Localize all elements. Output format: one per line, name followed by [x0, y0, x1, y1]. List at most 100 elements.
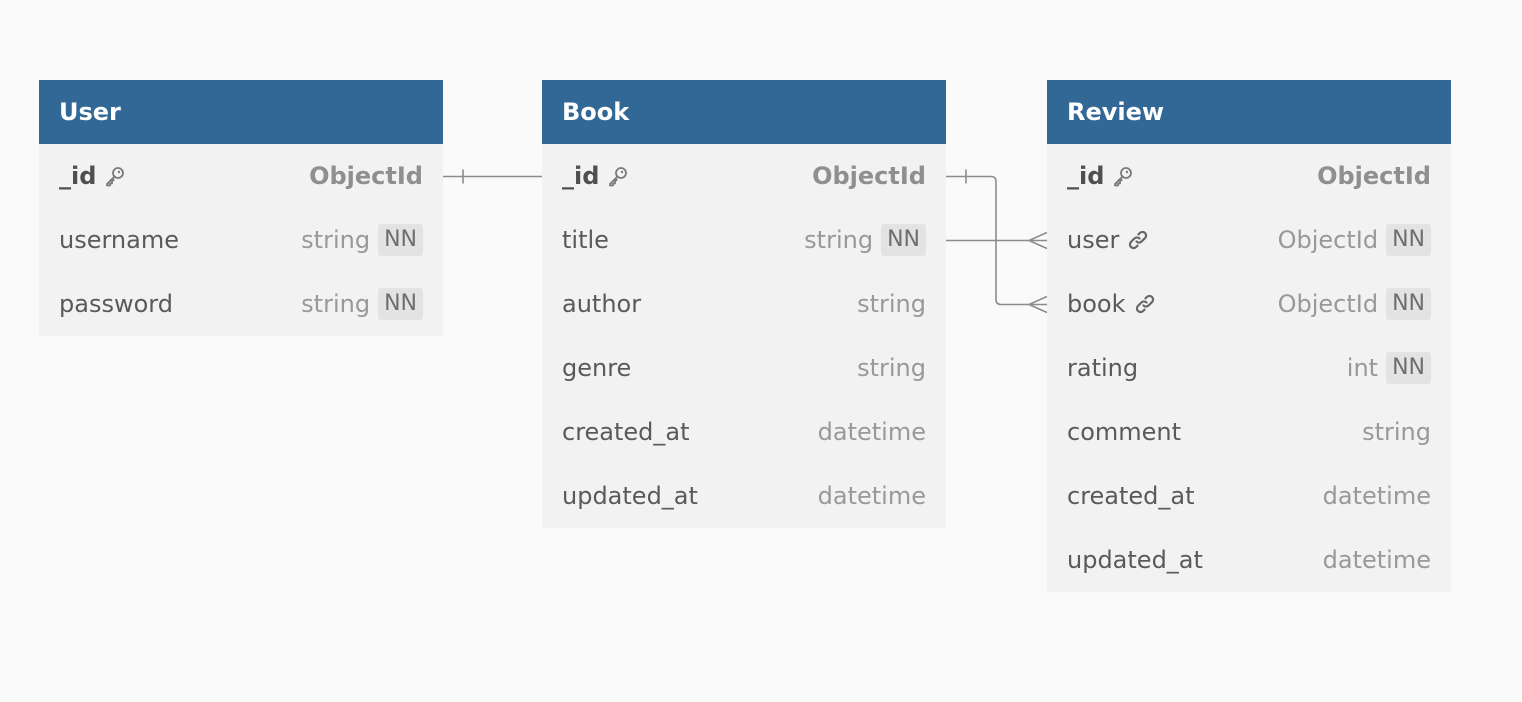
field-type: string — [804, 226, 874, 254]
field-row--id[interactable]: _id ObjectId — [1047, 144, 1451, 208]
field-row-genre[interactable]: genre string — [542, 336, 946, 400]
not-null-badge: NN — [378, 224, 423, 256]
field-name-cell: password — [59, 290, 173, 318]
key-icon — [104, 165, 126, 187]
field-name-cell: title — [562, 226, 609, 254]
field-type: string — [857, 290, 926, 318]
link-icon — [1134, 293, 1156, 315]
field-name: comment — [1067, 418, 1182, 446]
field-type: datetime — [817, 482, 926, 510]
field-type: datetime — [1322, 546, 1431, 574]
table-header[interactable]: Review — [1047, 80, 1451, 144]
field-name-cell: comment — [1067, 418, 1181, 446]
key-icon — [607, 165, 629, 187]
field-name: password — [59, 290, 173, 318]
field-type: ObjectId — [1317, 162, 1431, 190]
field-type: ObjectId — [1277, 290, 1379, 318]
not-null-badge: NN — [1386, 224, 1431, 256]
field-name: _id — [59, 162, 97, 190]
field-type: datetime — [817, 418, 926, 446]
field-type: string — [301, 226, 371, 254]
not-null-badge: NN — [1386, 288, 1431, 320]
field-name: updated_at — [1067, 546, 1203, 574]
field-name: username — [59, 226, 179, 254]
field-type-cell: datetime — [818, 418, 926, 446]
field-name-cell: created_at — [1067, 482, 1195, 510]
field-type-cell: datetime — [1323, 546, 1431, 574]
field-name-cell: updated_at — [1067, 546, 1203, 574]
field-name: book — [1067, 290, 1126, 318]
field-name: author — [562, 290, 642, 318]
field-name-cell: _id — [1067, 162, 1134, 190]
field-row-updated-at[interactable]: updated_at datetime — [542, 464, 946, 528]
not-null-badge: NN — [378, 288, 423, 320]
field-name: created_at — [562, 418, 690, 446]
field-type-cell: string — [857, 290, 926, 318]
field-type-cell: ObjectId — [309, 162, 423, 190]
field-type: ObjectId — [812, 162, 926, 190]
field-row-author[interactable]: author string — [542, 272, 946, 336]
field-row--id[interactable]: _id ObjectId — [39, 144, 443, 208]
field-row-created-at[interactable]: created_at datetime — [542, 400, 946, 464]
not-null-badge: NN — [881, 224, 926, 256]
field-name: rating — [1067, 354, 1139, 382]
field-name-cell: book — [1067, 290, 1156, 318]
not-null-badge: NN — [1386, 352, 1431, 384]
field-type-cell: string — [1362, 418, 1431, 446]
field-row-created-at[interactable]: created_at datetime — [1047, 464, 1451, 528]
field-type-cell: ObjectId — [1317, 162, 1431, 190]
field-type-cell: datetime — [818, 482, 926, 510]
field-type: string — [1362, 418, 1431, 446]
field-name: _id — [562, 162, 600, 190]
field-name-cell: author — [562, 290, 641, 318]
field-name-cell: updated_at — [562, 482, 698, 510]
relation-line — [946, 175, 1047, 306]
field-name-cell: rating — [1067, 354, 1138, 382]
field-type: string — [857, 354, 926, 382]
table-header[interactable]: User — [39, 80, 443, 144]
many-marker — [1027, 231, 1048, 250]
field-name: created_at — [1067, 482, 1195, 510]
field-type: string — [301, 290, 371, 318]
field-type-cell: string — [857, 354, 926, 382]
field-name-cell: username — [59, 226, 179, 254]
table-header[interactable]: Book — [542, 80, 946, 144]
key-icon — [1112, 165, 1134, 187]
field-row--id[interactable]: _id ObjectId — [542, 144, 946, 208]
field-type: datetime — [1322, 482, 1431, 510]
field-name-cell: _id — [59, 162, 126, 190]
field-name-cell: created_at — [562, 418, 690, 446]
field-name: _id — [1067, 162, 1105, 190]
field-name: updated_at — [562, 482, 698, 510]
field-row-comment[interactable]: comment string — [1047, 400, 1451, 464]
field-name: title — [562, 226, 609, 254]
field-name-cell: genre — [562, 354, 631, 382]
field-name: genre — [562, 354, 632, 382]
field-type: ObjectId — [1277, 226, 1379, 254]
field-row-updated-at[interactable]: updated_at datetime — [1047, 528, 1451, 592]
field-type: ObjectId — [309, 162, 423, 190]
field-type-cell: ObjectId — [812, 162, 926, 190]
field-type: int — [1346, 354, 1379, 382]
field-name-cell: _id — [562, 162, 629, 190]
field-type-cell: datetime — [1323, 482, 1431, 510]
